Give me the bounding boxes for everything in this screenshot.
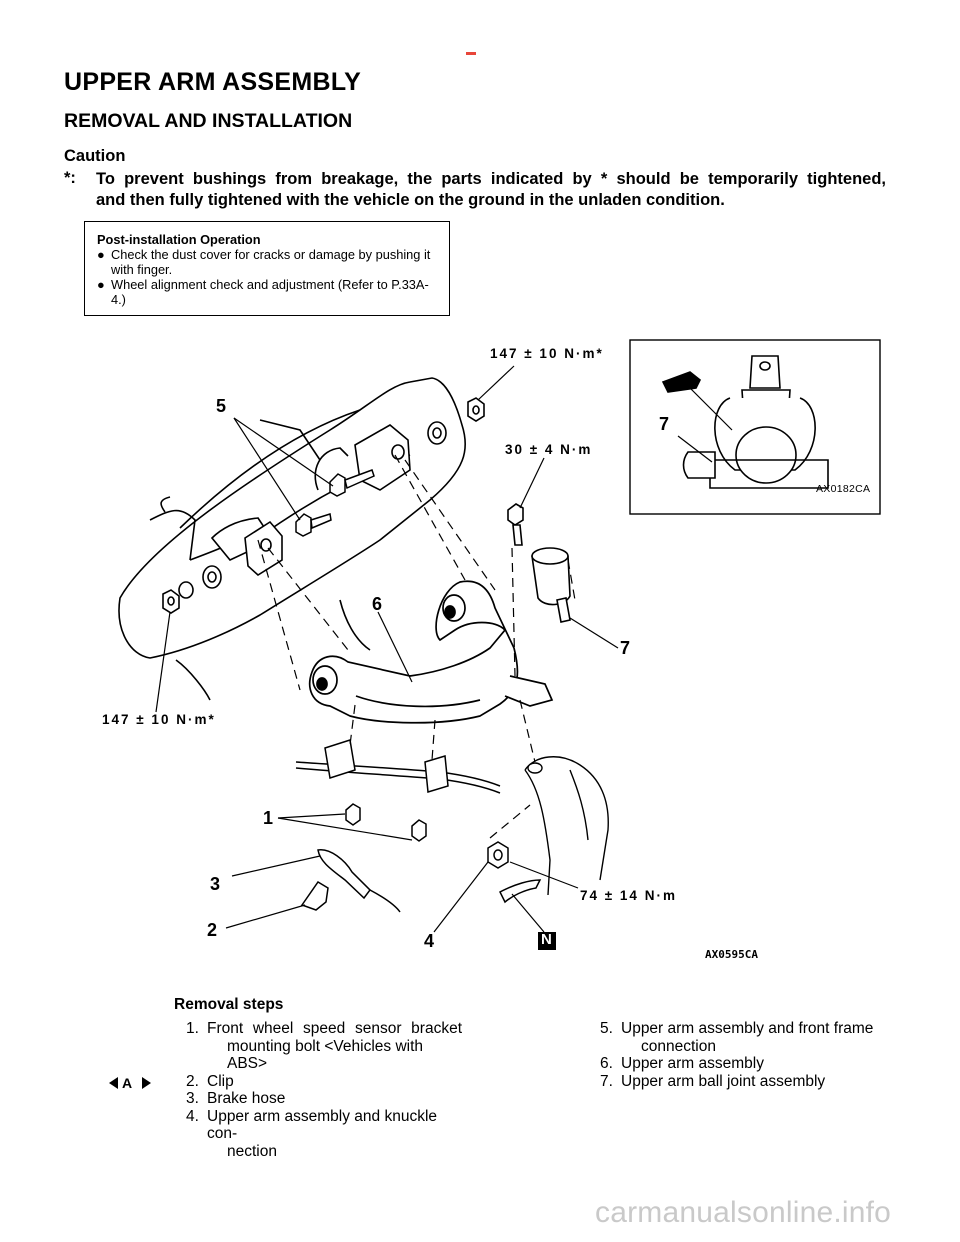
new-part-mark: N: [541, 931, 552, 948]
step-text: Upper arm assembly and front frame: [621, 1020, 874, 1037]
callout-2: 2: [207, 920, 218, 940]
callout-5: 5: [216, 396, 227, 416]
front-frame-drawing: [118, 377, 467, 701]
post-installation-item: ● Check the dust cover for cracks or dam…: [97, 247, 437, 277]
post-installation-box: Post-installation Operation ● Check the …: [84, 221, 450, 316]
step-text: Clip: [207, 1072, 234, 1090]
removal-step: 2. Clip: [186, 1073, 462, 1091]
step-text: nection: [227, 1142, 277, 1160]
torque-label-lower-left: 147 ± 10 N·m*: [102, 712, 216, 727]
torque-label-upper: 147 ± 10 N·m*: [490, 346, 604, 361]
step-number: 4.: [186, 1107, 199, 1125]
ball-joint-inset: [629, 339, 881, 515]
top-red-mark: [466, 52, 476, 55]
page-title: UPPER ARM ASSEMBLY: [64, 68, 362, 96]
upper-arm-mounting-bolts: [295, 469, 375, 537]
step-text: Brake hose: [207, 1090, 286, 1107]
removal-steps-right: 5. Upper arm assembly and front frame co…: [600, 1020, 890, 1090]
step-number: 6.: [600, 1055, 613, 1072]
post-installation-item-text: Wheel alignment check and adjustment (Re…: [111, 277, 429, 307]
new-part-mark-box: [538, 932, 556, 950]
caution-marker: *:: [64, 169, 76, 187]
inset-figure-code: AX0182CA: [816, 483, 871, 495]
callout-3: 3: [210, 874, 221, 894]
removal-steps-heading: Removal steps: [174, 996, 284, 1013]
callout-6: 6: [372, 594, 383, 614]
caution-heading: Caution: [64, 147, 126, 165]
step-number: 7.: [600, 1072, 613, 1090]
removal-step: 7. Upper arm ball joint assembly: [600, 1073, 890, 1091]
step-number: 5.: [600, 1020, 613, 1037]
step-text: Upper arm assembly and knuckle con-: [207, 1107, 438, 1143]
caution-line-2: and then fully tightened with the vehicl…: [96, 191, 725, 209]
bullet-icon: ●: [97, 277, 105, 292]
leader-lines: [155, 365, 619, 933]
post-installation-item: ● Wheel alignment check and adjustment (…: [97, 277, 437, 307]
caution-text: To prevent bushings from breakage, the p…: [96, 169, 886, 211]
step-text: connection: [641, 1037, 716, 1055]
step-number: 2.: [186, 1072, 199, 1090]
step-text: Upper arm ball joint assembly: [621, 1072, 826, 1090]
step-text: Upper arm assembly: [621, 1055, 764, 1072]
step-text: Front wheel speed sensor bracket: [207, 1020, 462, 1037]
torque-label-knuckle-nut: 74 ± 14 N·m: [580, 888, 677, 903]
bullet-icon: ●: [97, 247, 105, 262]
watermark: carmanualsonline.info: [595, 1196, 892, 1229]
service-point-arrows-icon: [109, 1077, 151, 1089]
ball-joint-drawing: [507, 503, 571, 623]
removal-step: 3. Brake hose: [186, 1090, 462, 1108]
torque-label-ball-joint-bolt: 30 ± 4 N·m: [505, 442, 593, 457]
service-point-letter: A: [122, 1075, 133, 1091]
removal-step: 6. Upper arm assembly: [600, 1055, 890, 1073]
post-installation-item-text: Check the dust cover for cracks or damag…: [111, 247, 431, 277]
figure-code: AX0595CA: [705, 948, 758, 961]
step-text: mounting bolt <Vehicles with ABS>: [227, 1037, 424, 1073]
callout-7-inset: 7: [659, 414, 670, 434]
callout-1: 1: [263, 808, 274, 828]
section-title: REMOVAL AND INSTALLATION: [64, 110, 353, 132]
step-number: 1.: [186, 1020, 199, 1037]
step-number: 3.: [186, 1090, 199, 1107]
removal-step: 1. Front wheel speed sensor bracket moun…: [186, 1020, 462, 1073]
removal-step: 5. Upper arm assembly and front frame co…: [600, 1020, 890, 1055]
removal-steps-left: 1. Front wheel speed sensor bracket moun…: [186, 1020, 462, 1160]
caution-line-1: To prevent bushings from breakage, the p…: [96, 170, 886, 188]
brake-hose-drawing: [295, 739, 542, 913]
post-installation-heading: Post-installation Operation: [97, 232, 261, 247]
assembly-dashed-lines: [257, 454, 576, 839]
upper-arm-exploded-diagram: [118, 339, 881, 950]
knuckle-drawing: [524, 756, 609, 896]
removal-step: 4. Upper arm assembly and knuckle con- n…: [186, 1108, 462, 1161]
callout-7: 7: [620, 638, 631, 658]
upper-arm-drawing: [308, 580, 554, 724]
callout-4: 4: [424, 931, 435, 951]
